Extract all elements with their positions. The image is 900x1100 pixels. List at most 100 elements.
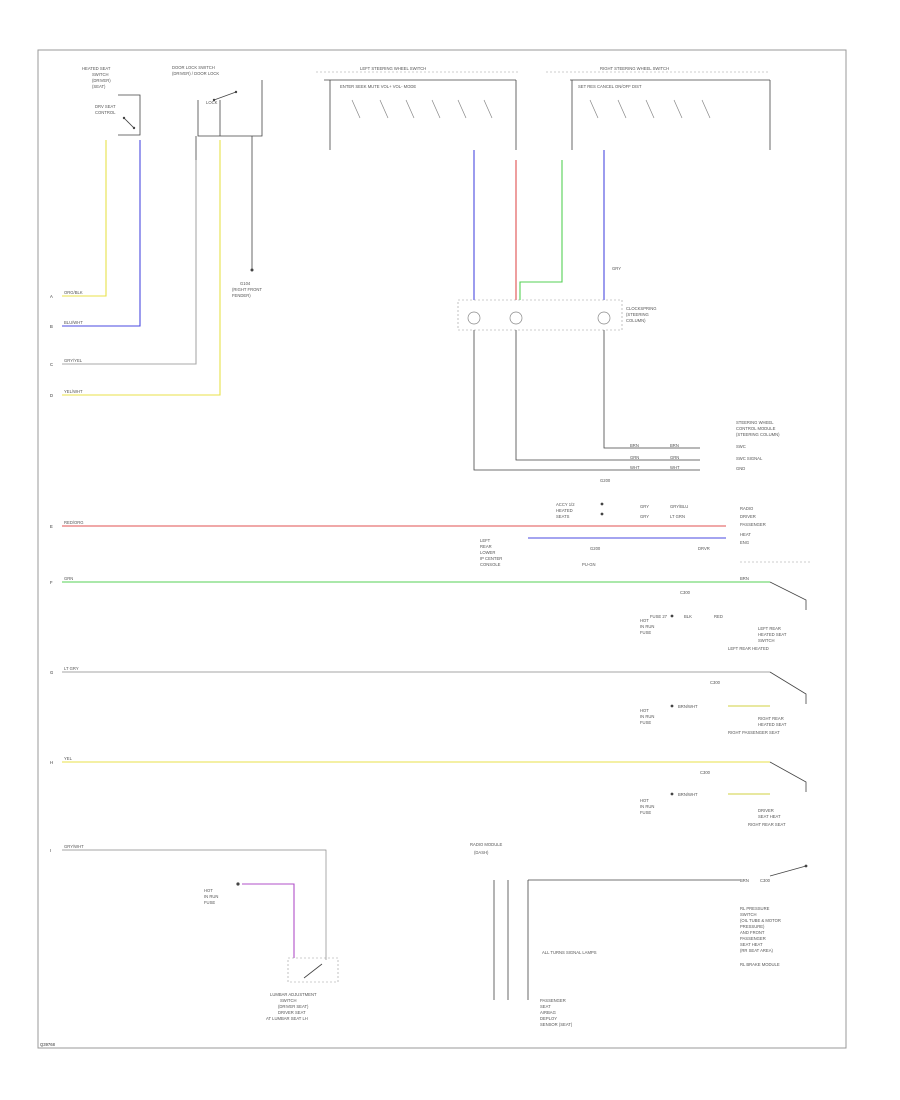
horizontal-wires: RED/ORG GRN LT GRY YEL GRY/WHT — [62, 520, 770, 960]
svg-text:DRIVER: DRIVER — [758, 808, 774, 813]
svg-text:(RR SEAT AREA): (RR SEAT AREA) — [740, 948, 773, 953]
svg-text:PASSENGER: PASSENGER — [540, 998, 566, 1003]
svg-text:HEATED SEAT: HEATED SEAT — [758, 722, 787, 727]
svg-text:RADIO: RADIO — [740, 506, 754, 511]
steering-wires: GRY — [473, 150, 621, 300]
svg-text:YEL: YEL — [64, 756, 73, 761]
svg-text:FUSE: FUSE — [640, 630, 651, 635]
svg-text:ACCY 1/2: ACCY 1/2 — [556, 502, 575, 507]
svg-text:LEFT REAR HEATED: LEFT REAR HEATED — [728, 646, 769, 651]
svg-text:FUSE 27: FUSE 27 — [650, 614, 668, 619]
svg-text:REAR: REAR — [480, 544, 492, 549]
svg-text:HOT: HOT — [640, 618, 649, 623]
svg-text:G200: G200 — [600, 478, 611, 483]
terminal-b: B — [50, 324, 53, 329]
svg-text:GND: GND — [736, 466, 745, 471]
terminal-g: G — [50, 670, 53, 675]
terminal-h: H — [50, 760, 53, 765]
left-steering-wheel-switch: LEFT STEERING WHEEL SWITCH ENTER SEEK MU… — [316, 66, 520, 150]
svg-text:GRY: GRY — [640, 504, 649, 509]
svg-text:GRN: GRN — [670, 455, 679, 460]
svg-text:BRN: BRN — [740, 878, 749, 883]
svg-text:IN RUN: IN RUN — [640, 624, 654, 629]
svg-text:RED: RED — [714, 614, 723, 619]
terminal-a: A — [50, 294, 53, 299]
svg-text:(RIGHT FRONT: (RIGHT FRONT — [232, 287, 262, 292]
svg-text:DRIVER SEAT: DRIVER SEAT — [278, 1010, 306, 1015]
svg-text:LOCK: LOCK — [206, 100, 218, 105]
svg-text:IP CENTER: IP CENTER — [480, 556, 502, 561]
right-rear-switches: C300 BRN FUSE 27 BLK RED HOT IN RUN FUSE… — [640, 576, 807, 827]
svg-text:ALL TURNS SIGNAL LAMPS: ALL TURNS SIGNAL LAMPS — [542, 950, 597, 955]
svg-text:SWITCH: SWITCH — [740, 912, 757, 917]
svg-text:IN RUN: IN RUN — [204, 894, 218, 899]
svg-text:SWC: SWC — [736, 444, 746, 449]
svg-text:GRY/BLU: GRY/BLU — [670, 504, 688, 509]
svg-text:PASSENGER: PASSENGER — [740, 522, 766, 527]
svg-text:SEATS: SEATS — [556, 514, 570, 519]
svg-text:PU-GN: PU-GN — [582, 562, 596, 567]
svg-text:(DASH): (DASH) — [474, 850, 489, 855]
svg-text:ENG: ENG — [740, 540, 749, 545]
svg-text:STEERING WHEEL: STEERING WHEEL — [736, 420, 774, 425]
svg-text:RIGHT STEERING WHEEL SWITCH: RIGHT STEERING WHEEL SWITCH — [600, 66, 669, 71]
svg-text:(STEERING COLUMN): (STEERING COLUMN) — [736, 432, 780, 437]
svg-text:BLK: BLK — [684, 614, 692, 619]
svg-text:DRVR: DRVR — [698, 546, 710, 551]
svg-text:FENDER): FENDER) — [232, 293, 251, 298]
svg-text:SET RES CANCEL ON/OFF DIST: SET RES CANCEL ON/OFF DIST — [578, 84, 642, 89]
svg-text:BLU/WHT: BLU/WHT — [64, 320, 83, 325]
svg-text:SENSOR (SEAT): SENSOR (SEAT) — [540, 1022, 573, 1027]
svg-text:HEATED SEAT: HEATED SEAT — [758, 632, 787, 637]
svg-text:IN RUN: IN RUN — [640, 714, 654, 719]
svg-text:HOT: HOT — [640, 708, 649, 713]
center-connector: ACCY 1/2 HEATED SEATS GRY GRY/BLU GRY LT… — [480, 502, 812, 567]
svg-text:GRY: GRY — [640, 514, 649, 519]
svg-text:GRN: GRN — [630, 455, 639, 460]
diagram-frame — [37, 49, 847, 1049]
svg-text:LEFT: LEFT — [480, 538, 491, 543]
svg-text:CONTROL: CONTROL — [95, 110, 116, 115]
wire-yellow-d — [62, 140, 221, 396]
svg-text:ENTER SEEK MUTE VOL+ VOL-: ENTER SEEK MUTE VOL+ VOL- MODE — [340, 84, 416, 89]
svg-text:LUMBAR ADJUSTMENT: LUMBAR ADJUSTMENT — [270, 992, 317, 997]
svg-text:(DRIVER): (DRIVER) — [92, 78, 111, 83]
svg-text:PRESSURE): PRESSURE) — [740, 924, 765, 929]
svg-text:G200: G200 — [590, 546, 601, 551]
svg-text:RIGHT REAR SEAT: RIGHT REAR SEAT — [748, 822, 786, 827]
left-wires: ORG/BLK BLU/WHT GRY/YEL YEL/WHT — [62, 140, 221, 396]
svg-text:AND FRONT: AND FRONT — [740, 930, 765, 935]
svg-text:HEAT: HEAT — [740, 532, 751, 537]
svg-text:SWITCH: SWITCH — [280, 998, 297, 1003]
lower-center-module: RADIO MODULE (DASH) ALL TURNS SIGNAL LAM… — [470, 842, 808, 1027]
svg-text:CONSOLE: CONSOLE — [480, 562, 501, 567]
svg-text:LT GRY: LT GRY — [64, 666, 79, 671]
svg-text:BRN: BRN — [670, 443, 679, 448]
svg-text:RIGHT PASSENGER SEAT: RIGHT PASSENGER SEAT — [728, 730, 780, 735]
svg-text:CLOCKSPRING: CLOCKSPRING — [626, 306, 656, 311]
svg-text:LEFT REAR: LEFT REAR — [758, 626, 781, 631]
svg-text:COLUMN): COLUMN) — [626, 318, 646, 323]
svg-text:GRY/YEL: GRY/YEL — [64, 358, 83, 363]
svg-text:HOT: HOT — [204, 888, 213, 893]
svg-text:LT GRN: LT GRN — [670, 514, 685, 519]
terminal-f: F — [50, 580, 53, 585]
svg-text:C300: C300 — [760, 878, 771, 883]
svg-text:G104: G104 — [240, 281, 251, 286]
svg-text:BRN: BRN — [630, 443, 639, 448]
svg-text:FUSE: FUSE — [204, 900, 215, 905]
svg-text:CONTROL MODULE: CONTROL MODULE — [736, 426, 776, 431]
svg-text:C300: C300 — [680, 590, 691, 595]
left-switch-group: HEATED SEAT SWITCH (DRIVER) (SEAT) DRV S… — [82, 65, 263, 298]
svg-text:BRN/WHT: BRN/WHT — [678, 792, 698, 797]
svg-text:YEL/WHT: YEL/WHT — [64, 389, 83, 394]
wire-blue-b — [62, 140, 141, 327]
svg-text:(DRIVER SEAT): (DRIVER SEAT) — [278, 1004, 309, 1009]
footer-code: Q39768 — [40, 1042, 56, 1047]
svg-text:DEPLOY: DEPLOY — [540, 1016, 557, 1021]
svg-text:LEFT STEERING WHEEL SWITCH: LEFT STEERING WHEEL SWITCH — [360, 66, 426, 71]
svg-text:(STEERING: (STEERING — [626, 312, 649, 317]
svg-text:SEAT HEAT: SEAT HEAT — [758, 814, 781, 819]
svg-text:SWC SIGNAL: SWC SIGNAL — [736, 456, 763, 461]
